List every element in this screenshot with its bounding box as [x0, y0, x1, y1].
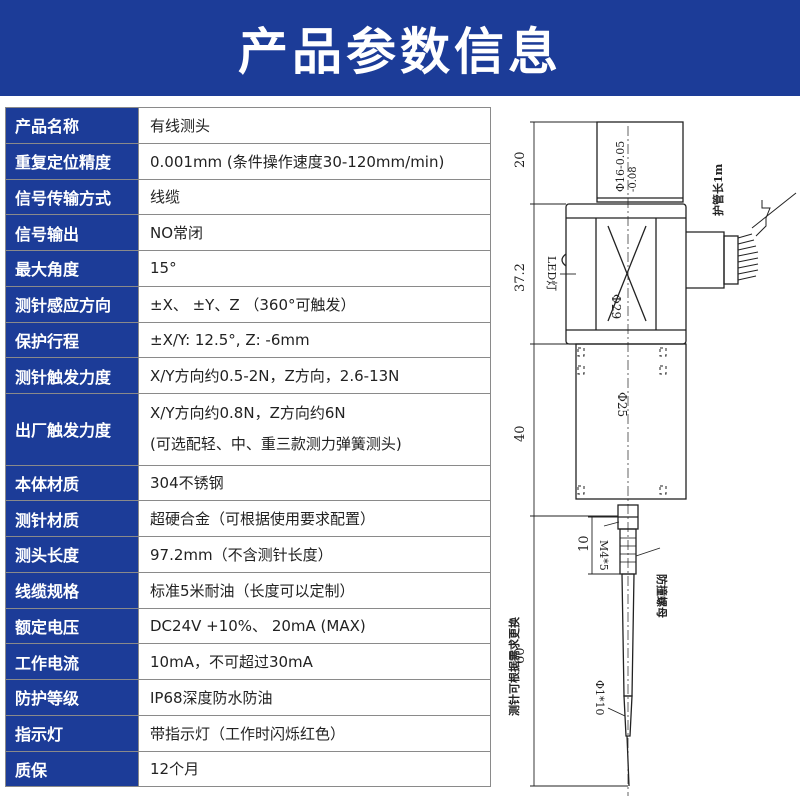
shank-diameter: Φ16-0.05 — [614, 141, 627, 192]
spec-value: 带指示灯（工作时闪烁红色） — [138, 714, 491, 752]
spec-label: 测针感应方向 — [5, 285, 139, 323]
spec-label: 出厂触发力度 — [5, 393, 139, 466]
nut-label: 防撞螺母 — [655, 574, 669, 618]
dim-top: 20 — [513, 151, 528, 168]
spec-label: 额定电压 — [5, 607, 139, 645]
led-label: LED灯 — [545, 256, 558, 291]
spec-value: 12个月 — [138, 750, 491, 788]
probe-drawing: 20 37.2 40 10 60 Φ16-0.05 -0.08 Φ29 Φ25 … — [507, 121, 797, 796]
spec-label: 保护行程 — [5, 321, 139, 359]
spec-label: 测头长度 — [5, 536, 139, 573]
spec-value: X/Y方向约0.8N，Z方向约6N (可选配轻、中、重三款测力弹簧测头) — [138, 393, 491, 466]
spec-row: 线缆规格标准5米耐油（长度可以定制） — [5, 571, 491, 609]
spec-row: 信号传输方式线缆 — [5, 178, 491, 216]
cable-label: 护管长1m — [711, 163, 725, 216]
dim-lower: 40 — [513, 425, 528, 442]
spec-label: 线缆规格 — [5, 571, 139, 609]
spec-row: 出厂触发力度 X/Y方向约0.8N，Z方向约6N (可选配轻、中、重三款测力弹簧测头… — [5, 393, 491, 466]
spec-label: 防护等级 — [5, 679, 139, 716]
spec-value: 标准5米耐油（长度可以定制） — [138, 571, 491, 609]
dim-tip: 10 — [577, 535, 592, 552]
spec-label: 测针材质 — [5, 500, 139, 537]
cable-exit — [686, 231, 725, 289]
stylus-note: 测针可根据需求更换 — [507, 616, 521, 716]
thread-label: M4*5 — [597, 540, 610, 571]
dim-stylus: 60 — [513, 647, 528, 664]
spec-value-note: (可选配轻、中、重三款测力弹簧测头) — [150, 435, 402, 454]
page-title: 产品参数信息 — [238, 23, 562, 81]
spec-label: 信号输出 — [5, 214, 139, 251]
spec-label: 产品名称 — [5, 107, 139, 144]
spec-row: 产品名称有线测头 — [5, 107, 491, 144]
spec-label: 本体材质 — [5, 464, 139, 502]
spec-value: 线缆 — [138, 178, 491, 216]
spec-value: 超硬合金（可根据使用要求配置） — [138, 500, 491, 537]
spec-label: 重复定位精度 — [5, 142, 139, 180]
spec-label: 测针触发力度 — [5, 357, 139, 394]
spec-label: 工作电流 — [5, 643, 139, 680]
spec-value: IP68深度防水防油 — [138, 679, 491, 716]
lower-diameter: Φ25 — [615, 392, 629, 417]
spec-label: 最大角度 — [5, 250, 139, 287]
spec-value: 97.2mm（不含测针长度） — [138, 536, 491, 573]
probe-body — [565, 203, 687, 345]
spec-value-line: X/Y方向约0.8N，Z方向约6N — [150, 404, 346, 423]
probe-lower — [575, 343, 687, 500]
spec-value: 有线测头 — [138, 107, 491, 144]
spec-value: 0.001mm (条件操作速度30-120mm/min) — [138, 142, 491, 180]
spec-row: 测针材质超硬合金（可根据使用要求配置） — [5, 500, 491, 537]
tip-diameter: Φ1*10 — [593, 680, 606, 716]
spec-label: 指示灯 — [5, 714, 139, 752]
spec-row: 指示灯带指示灯（工作时闪烁红色） — [5, 714, 491, 752]
probe-shank — [596, 121, 684, 203]
spec-value: ±X/Y: 12.5°, Z: -6mm — [138, 321, 491, 359]
spec-value: DC24V +10%、 20mA (MAX) — [138, 607, 491, 645]
spec-value: 304不锈钢 — [138, 464, 491, 502]
spec-value: NO常闭 — [138, 214, 491, 251]
spec-label: 信号传输方式 — [5, 178, 139, 216]
spec-value: 10mA，不可超过30mA — [138, 643, 491, 680]
spec-value: 15° — [138, 250, 491, 287]
body-diameter: Φ29 — [609, 294, 623, 319]
spec-row: 保护行程±X/Y: 12.5°, Z: -6mm — [5, 321, 491, 359]
header-banner: 产品参数信息 — [0, 0, 800, 96]
spec-label: 质保 — [5, 750, 139, 788]
dim-body: 37.2 — [513, 263, 528, 292]
shank-tolerance: -0.08 — [628, 166, 639, 192]
spec-row: 测针感应方向±X、 ±Y、Z （360°可触发） — [5, 285, 491, 323]
spec-value: ±X、 ±Y、Z （360°可触发） — [138, 285, 491, 323]
spec-value: X/Y方向约0.5-2N，Z方向，2.6-13N — [138, 357, 491, 394]
